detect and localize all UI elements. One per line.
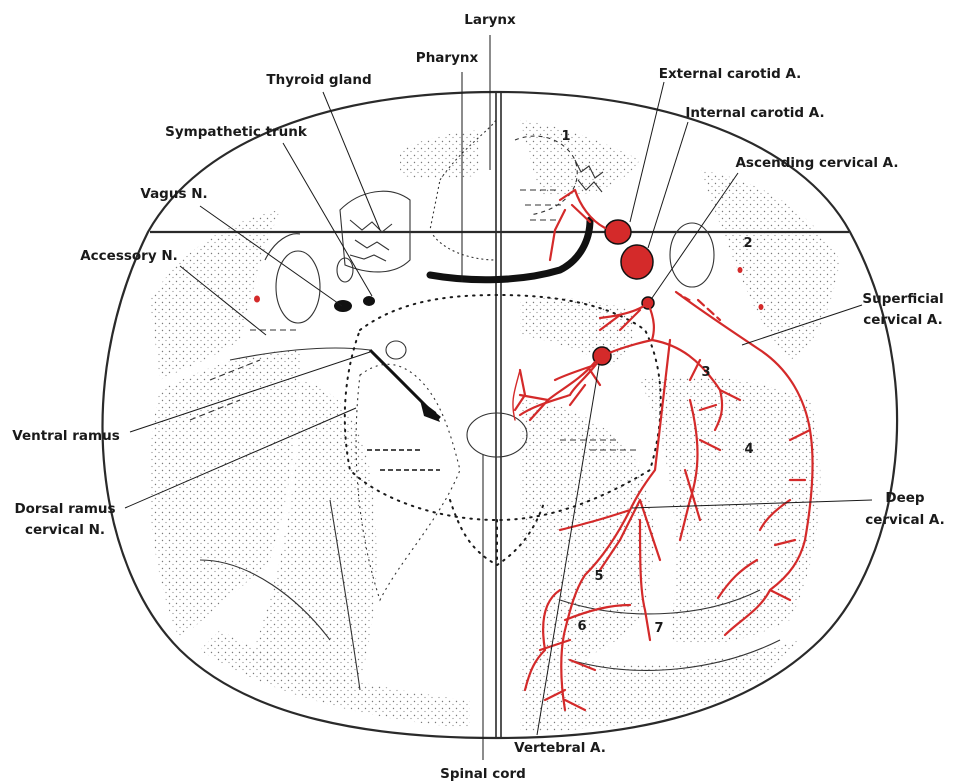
- label-external-carotid: External carotid A.: [659, 66, 802, 82]
- number-3: 3: [701, 365, 710, 380]
- label-accessory-n: Accessory N.: [80, 248, 178, 264]
- label-deep-cervical-line2: cervical A.: [865, 512, 945, 528]
- internal-carotid-leader: [648, 122, 688, 248]
- label-vagus-n: Vagus N.: [140, 186, 207, 202]
- label-superficial-cervical-line1: Superficial: [862, 291, 943, 307]
- stippled-muscle-regions: [150, 120, 840, 732]
- label-pharynx: Pharynx: [416, 50, 479, 66]
- label-dorsal-ramus-line1: Dorsal ramus: [14, 501, 115, 517]
- number-4: 4: [744, 442, 753, 457]
- sympathetic-trunk-leader: [283, 143, 372, 296]
- external-carotid-leader: [630, 82, 664, 222]
- label-sympathetic-trunk: Sympathetic trunk: [165, 124, 308, 140]
- label-vertebral: Vertebral A.: [514, 740, 606, 756]
- external-carotid-artery: [605, 220, 631, 244]
- label-internal-carotid: Internal carotid A.: [685, 105, 824, 121]
- label-thyroid-gland: Thyroid gland: [266, 72, 371, 88]
- number-1: 1: [561, 129, 570, 144]
- label-deep-cervical-line1: Deep: [885, 490, 925, 506]
- label-spinal-cord: Spinal cord: [440, 766, 526, 782]
- internal-carotid-artery: [621, 245, 653, 279]
- number-7: 7: [654, 621, 663, 636]
- label-dorsal-ramus-line2: cervical N.: [25, 522, 105, 538]
- number-6: 6: [577, 619, 586, 634]
- thyroid-leader: [323, 92, 380, 230]
- label-ventral-ramus: Ventral ramus: [12, 428, 120, 444]
- number-5: 5: [594, 569, 603, 584]
- number-2: 2: [743, 236, 752, 251]
- label-larynx: Larynx: [464, 12, 516, 28]
- label-superficial-cervical-line2: cervical A.: [863, 312, 943, 328]
- text-labels: Larynx Pharynx Thyroid gland Sympathetic…: [12, 12, 945, 782]
- label-ascending-cervical: Ascending cervical A.: [735, 155, 898, 171]
